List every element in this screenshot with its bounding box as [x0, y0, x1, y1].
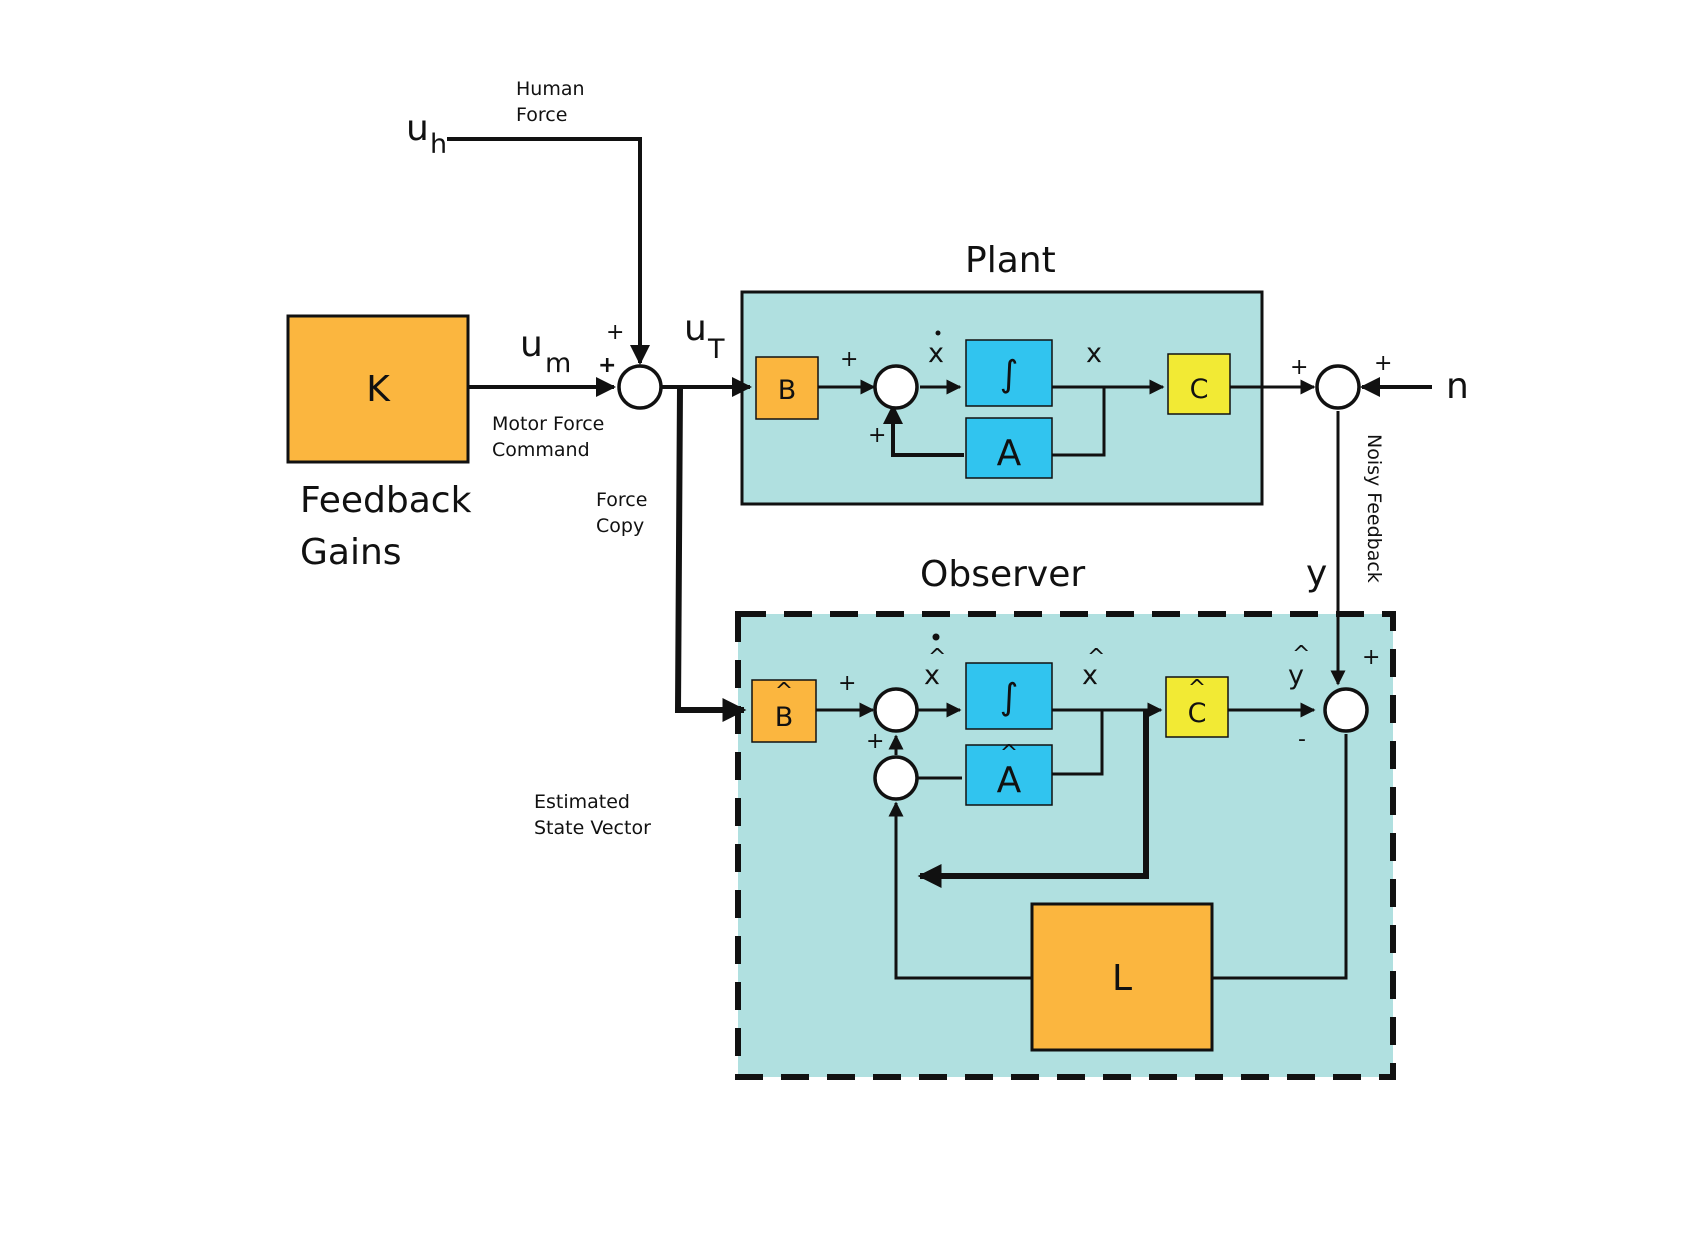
sign-output-right: +: [1374, 351, 1392, 376]
a-label: A: [997, 433, 1022, 474]
force-copy-label-1: Force: [596, 489, 647, 511]
integrator-label: ∫: [1000, 354, 1019, 395]
integrator-hat-label: ∫: [1000, 677, 1019, 718]
svg-text:T: T: [707, 334, 725, 365]
y-label: y: [1306, 553, 1327, 594]
noise-label: n: [1446, 366, 1469, 407]
innov-to-l-line: [1212, 734, 1348, 980]
integrator-block: ∫: [965, 339, 1053, 407]
innovation-sum-junction: [1323, 687, 1369, 733]
xhatdot-label: x ^: [924, 633, 946, 691]
k-label: K: [366, 369, 391, 410]
svg-text:^: ^: [1188, 676, 1206, 701]
xdot-label: x: [928, 330, 944, 369]
force-sum-junction: [617, 364, 663, 410]
ahat-label: A: [997, 760, 1022, 801]
b-block: B: [755, 356, 819, 420]
integrator-hat-block: ∫: [965, 662, 1053, 730]
human-force-line: [447, 137, 650, 365]
human-force-label-2: Force: [516, 104, 567, 126]
noisy-feedback-label: Noisy Feedback: [1363, 434, 1385, 583]
xhat-label: x ^: [1082, 645, 1105, 691]
chat-block: C ^: [1165, 676, 1229, 738]
human-force-label-1: Human: [516, 78, 585, 100]
plant-title: Plant: [965, 240, 1056, 281]
svg-text:^: ^: [1000, 741, 1018, 766]
ut-label: u T: [684, 308, 725, 365]
svg-text:y: y: [1288, 660, 1304, 691]
feedback-gains-label-1: Feedback: [300, 480, 472, 521]
sign-innovation-top: +: [1362, 645, 1380, 670]
a-feedback-line: [883, 404, 964, 457]
sign-plant-bottom: +: [868, 423, 886, 448]
c-block: C: [1167, 353, 1231, 415]
svg-text:^: ^: [1087, 645, 1105, 670]
feedback-gains-label-2: Gains: [300, 532, 402, 573]
svg-text:u: u: [406, 108, 429, 149]
plant-sum-junction: [873, 364, 919, 410]
svg-text:x: x: [924, 660, 940, 691]
sign-innovation-bottom: -: [1298, 727, 1306, 752]
output-sum-junction: [1315, 364, 1361, 410]
estimated-state-label-2: State Vector: [534, 817, 651, 839]
observer-sum-junction: [873, 687, 919, 733]
svg-text:x: x: [928, 338, 944, 369]
correction-sum-junction: [873, 755, 919, 801]
bhat-block: B ^: [751, 679, 817, 743]
um-label: u m: [520, 324, 571, 379]
xhat-to-ahat-line: [1050, 710, 1104, 776]
svg-text:^: ^: [928, 645, 946, 670]
force-copy-line: [674, 386, 747, 722]
observer-title: Observer: [920, 554, 1085, 595]
l-block: L: [1030, 902, 1214, 1052]
svg-text:^: ^: [1292, 642, 1310, 667]
a-block: A: [965, 417, 1053, 479]
b-label: B: [778, 375, 797, 406]
chat-label: C: [1188, 698, 1207, 729]
k-block: K: [286, 314, 470, 464]
l-to-sum-line: [888, 801, 1032, 980]
svg-text:^: ^: [775, 679, 793, 704]
yhat-label: y ^: [1288, 642, 1310, 691]
motor-command-label-2: Command: [492, 439, 590, 461]
sign-plant-left: +: [840, 347, 858, 372]
estimated-state-label-1: Estimated: [534, 791, 630, 813]
ahat-block: A ^: [965, 741, 1053, 806]
motor-command-label-1: Motor Force: [492, 413, 604, 435]
estimated-state-line: [917, 710, 1149, 888]
l-label: L: [1112, 958, 1132, 999]
c-label: C: [1190, 374, 1209, 405]
sign-observer-bottom: +: [866, 729, 884, 754]
sign-force-left: +: [598, 353, 616, 378]
bhat-label: B: [775, 702, 794, 733]
svg-text:x: x: [1082, 660, 1098, 691]
svg-text:u: u: [520, 324, 543, 365]
sign-observer-left: +: [838, 671, 856, 696]
uh-label: u h: [406, 108, 447, 160]
sign-force-top: +: [606, 320, 624, 345]
svg-text:u: u: [684, 308, 707, 349]
x-label: x: [1086, 338, 1102, 369]
svg-text:m: m: [545, 348, 571, 379]
svg-text:h: h: [430, 129, 447, 160]
x-to-a-line: [1052, 387, 1106, 457]
sign-output-left: +: [1290, 355, 1308, 380]
force-copy-label-2: Copy: [596, 515, 644, 537]
